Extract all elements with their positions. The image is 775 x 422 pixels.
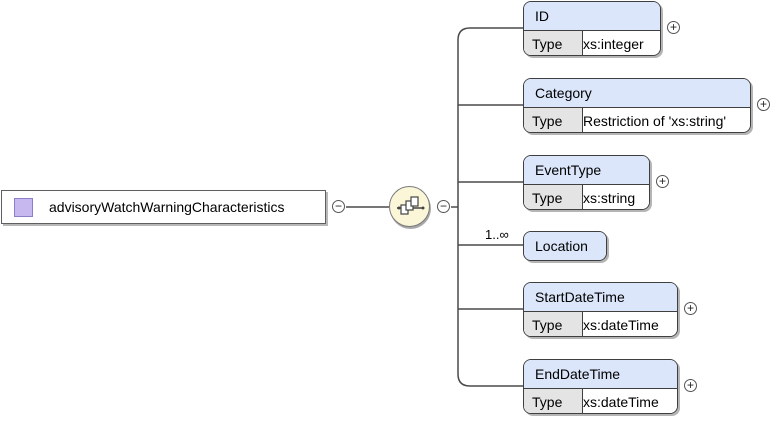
occurrence-label: 1..∞ xyxy=(485,227,509,242)
root-collapse-icon[interactable]: − xyxy=(332,200,345,213)
element-name: StartDateTime xyxy=(524,283,677,311)
element-name: Location xyxy=(524,232,606,260)
type-label: Type xyxy=(524,108,583,132)
complex-type-icon xyxy=(14,198,33,217)
type-value: xs:dateTime xyxy=(583,317,659,333)
expand-eventtype-icon[interactable]: + xyxy=(656,175,669,188)
element-name: EventType xyxy=(524,156,649,184)
type-label: Type xyxy=(524,185,583,209)
expand-id-icon[interactable]: + xyxy=(667,21,680,34)
element-name: ID xyxy=(524,2,660,30)
sequence-compositor[interactable] xyxy=(389,186,430,227)
sequence-collapse-icon[interactable]: − xyxy=(437,200,450,213)
element-name: EndDateTime xyxy=(524,360,677,388)
sequence-icon xyxy=(397,196,425,215)
element-name: Category xyxy=(524,79,750,107)
sequence-branch-bracket xyxy=(457,27,523,387)
expand-startdatetime-icon[interactable]: + xyxy=(684,302,697,315)
type-value: xs:dateTime xyxy=(583,394,659,410)
element-location-box[interactable]: Location xyxy=(523,231,607,261)
element-enddatetime-box[interactable]: EndDateTime Type xs:dateTime xyxy=(523,359,678,414)
type-label: Type xyxy=(524,389,583,413)
element-id-box[interactable]: ID Type xs:integer xyxy=(523,1,661,56)
root-element-label: advisoryWatchWarningCharacteristics xyxy=(49,199,285,215)
element-eventtype-box[interactable]: EventType Type xs:string xyxy=(523,155,650,210)
element-category-box[interactable]: Category Type Restriction of 'xs:string' xyxy=(523,78,751,133)
type-value: xs:string xyxy=(583,190,636,206)
root-element-box[interactable]: advisoryWatchWarningCharacteristics xyxy=(1,190,326,224)
type-label: Type xyxy=(524,31,583,55)
type-label: Type xyxy=(524,312,583,336)
expand-enddatetime-icon[interactable]: + xyxy=(684,379,697,392)
type-value: xs:integer xyxy=(583,36,644,52)
type-value: Restriction of 'xs:string' xyxy=(583,113,727,129)
element-startdatetime-box[interactable]: StartDateTime Type xs:dateTime xyxy=(523,282,678,337)
expand-category-icon[interactable]: + xyxy=(757,98,770,111)
